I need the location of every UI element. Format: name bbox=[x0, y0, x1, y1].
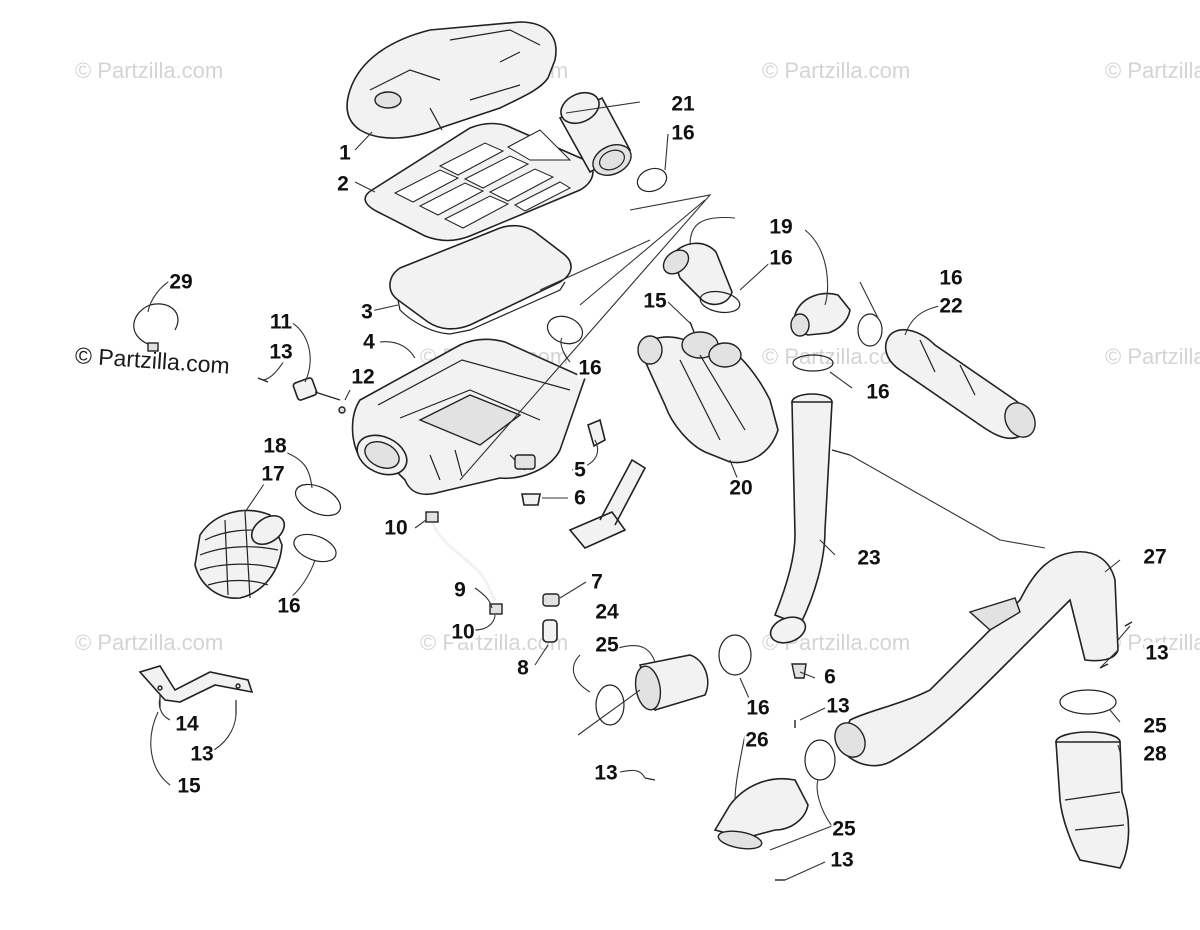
filter-element-part bbox=[389, 224, 572, 335]
callout-13: 13 bbox=[189, 742, 215, 766]
clamp-part bbox=[1059, 689, 1117, 715]
resonator-part bbox=[1055, 731, 1130, 869]
callout-11: 11 bbox=[268, 310, 294, 334]
clamp-part bbox=[718, 634, 752, 676]
clamp-part bbox=[636, 167, 668, 193]
intake-hose-part bbox=[884, 329, 1036, 440]
callout-18: 18 bbox=[262, 434, 288, 458]
callout-17: 17 bbox=[260, 462, 286, 486]
callout-13: 13 bbox=[1144, 641, 1170, 665]
clamp-part bbox=[595, 684, 625, 726]
coupler-part bbox=[634, 654, 709, 711]
callout-12: 12 bbox=[350, 365, 376, 389]
callout-8: 8 bbox=[516, 656, 530, 680]
outlet-duct-part bbox=[834, 551, 1119, 767]
callout-26: 26 bbox=[744, 728, 770, 752]
mounting-bracket-part bbox=[138, 665, 254, 703]
clamp-part bbox=[857, 313, 883, 347]
callout-7: 7 bbox=[590, 570, 604, 594]
watermark: © Partzilla.com bbox=[1105, 344, 1200, 369]
callout-10: 10 bbox=[450, 620, 476, 644]
clamp-part bbox=[293, 533, 337, 563]
callout-6: 6 bbox=[573, 486, 587, 510]
clamp-part bbox=[542, 593, 560, 607]
watermark: © Partzilla.com bbox=[1105, 58, 1200, 83]
intake-manifold-part bbox=[637, 331, 779, 464]
grommet-part bbox=[791, 663, 807, 679]
airbox-cover-part bbox=[346, 21, 557, 139]
callout-22: 22 bbox=[938, 294, 964, 318]
callout-15: 15 bbox=[176, 774, 202, 798]
outlet-elbow-part bbox=[713, 778, 809, 850]
callout-16: 16 bbox=[938, 266, 964, 290]
callout-16: 16 bbox=[745, 696, 771, 720]
callout-16: 16 bbox=[768, 246, 794, 270]
ring-tab bbox=[147, 342, 159, 352]
callout-25: 25 bbox=[831, 817, 857, 841]
callout-13: 13 bbox=[825, 694, 851, 718]
callout-14: 14 bbox=[174, 712, 200, 736]
callout-27: 27 bbox=[1142, 545, 1168, 569]
elbow-part bbox=[790, 292, 851, 337]
callout-10: 10 bbox=[383, 516, 409, 540]
plug-part bbox=[542, 619, 558, 643]
grommet-part bbox=[521, 493, 541, 506]
callout-13: 13 bbox=[829, 848, 855, 872]
hose-clamp-part bbox=[425, 511, 439, 523]
callout-1: 1 bbox=[338, 141, 352, 165]
callout-25: 25 bbox=[1142, 714, 1168, 738]
callout-19: 19 bbox=[768, 215, 794, 239]
airbox-housing-part bbox=[351, 338, 586, 496]
callout-13: 13 bbox=[593, 761, 619, 785]
callout-16: 16 bbox=[577, 356, 603, 380]
callout-23: 23 bbox=[856, 546, 882, 570]
watermark: © Partzilla.com bbox=[75, 58, 224, 83]
filter-grid-part bbox=[364, 122, 594, 242]
callout-2: 2 bbox=[336, 172, 350, 196]
callout-29: 29 bbox=[168, 270, 194, 294]
retaining-ring-part bbox=[133, 303, 179, 346]
callout-16: 16 bbox=[276, 594, 302, 618]
callout-5: 5 bbox=[573, 458, 587, 482]
clamp-part bbox=[792, 354, 834, 372]
callout-4: 4 bbox=[362, 330, 376, 354]
callout-9: 9 bbox=[453, 578, 467, 602]
callout-20: 20 bbox=[728, 476, 754, 500]
cylinder-filter-part bbox=[558, 91, 632, 176]
callout-3: 3 bbox=[360, 300, 374, 324]
clamp-part bbox=[699, 290, 741, 314]
intake-boot-part bbox=[194, 509, 286, 599]
callout-15: 15 bbox=[642, 289, 668, 313]
bracket-part bbox=[568, 458, 647, 549]
hose-clamp-part bbox=[489, 603, 503, 615]
callout-6: 6 bbox=[823, 665, 837, 689]
fitting-part bbox=[292, 377, 346, 414]
clip-part bbox=[587, 418, 606, 448]
watermark: © Partzilla.com bbox=[762, 58, 911, 83]
outlet-tube-part bbox=[769, 393, 851, 644]
clamp-part bbox=[804, 739, 836, 781]
callout-24: 24 bbox=[594, 600, 620, 624]
callout-25: 25 bbox=[594, 633, 620, 657]
callout-16: 16 bbox=[670, 121, 696, 145]
elbow-part bbox=[662, 242, 733, 306]
clamp-part bbox=[294, 483, 342, 517]
callout-13: 13 bbox=[268, 340, 294, 364]
callout-16: 16 bbox=[865, 380, 891, 404]
callout-28: 28 bbox=[1142, 742, 1168, 766]
callout-21: 21 bbox=[670, 92, 696, 116]
watermark: © Partzilla.com bbox=[75, 630, 224, 655]
